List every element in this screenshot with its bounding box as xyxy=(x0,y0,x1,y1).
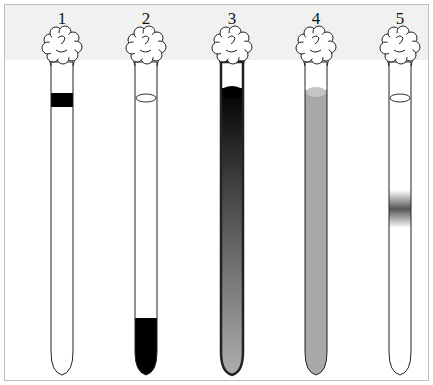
tube-number: 4 xyxy=(312,10,321,27)
medium-surface xyxy=(221,86,243,98)
tube-number: 1 xyxy=(58,10,67,27)
tube-glass xyxy=(51,62,73,375)
medium-surface xyxy=(136,94,156,102)
cotton-plug xyxy=(212,26,252,64)
growth-band xyxy=(50,93,74,107)
test-tube xyxy=(42,26,82,375)
tube-number: 3 xyxy=(228,10,237,27)
medium-surface xyxy=(390,94,410,102)
tube-outline xyxy=(305,62,327,375)
tube-outline xyxy=(135,62,157,375)
tube-outline xyxy=(389,62,411,375)
cotton-plug xyxy=(42,26,82,64)
tube-contents xyxy=(220,86,244,378)
growth-band xyxy=(388,190,412,228)
cotton-plug xyxy=(380,26,420,64)
tube-glass xyxy=(389,62,411,375)
tube-number: 2 xyxy=(142,10,151,27)
top-band xyxy=(5,5,428,60)
growth-band xyxy=(220,88,244,378)
cotton-plug xyxy=(126,26,166,64)
medium-surface xyxy=(306,87,326,97)
tube-contents xyxy=(50,93,74,107)
tube-outline xyxy=(51,62,73,375)
tube-contents xyxy=(134,94,158,378)
tubes xyxy=(42,26,420,380)
test-tube xyxy=(126,26,166,378)
tube-contents xyxy=(388,94,412,228)
tube-outline xyxy=(221,62,243,375)
growth-band xyxy=(304,90,328,380)
growth-band xyxy=(134,318,158,378)
cotton-plug xyxy=(296,26,336,64)
tube-number: 5 xyxy=(396,10,405,27)
frame xyxy=(5,5,429,381)
tube-contents xyxy=(304,87,328,380)
test-tube xyxy=(212,26,252,378)
test-tube xyxy=(380,26,420,375)
test-tube xyxy=(296,26,336,380)
